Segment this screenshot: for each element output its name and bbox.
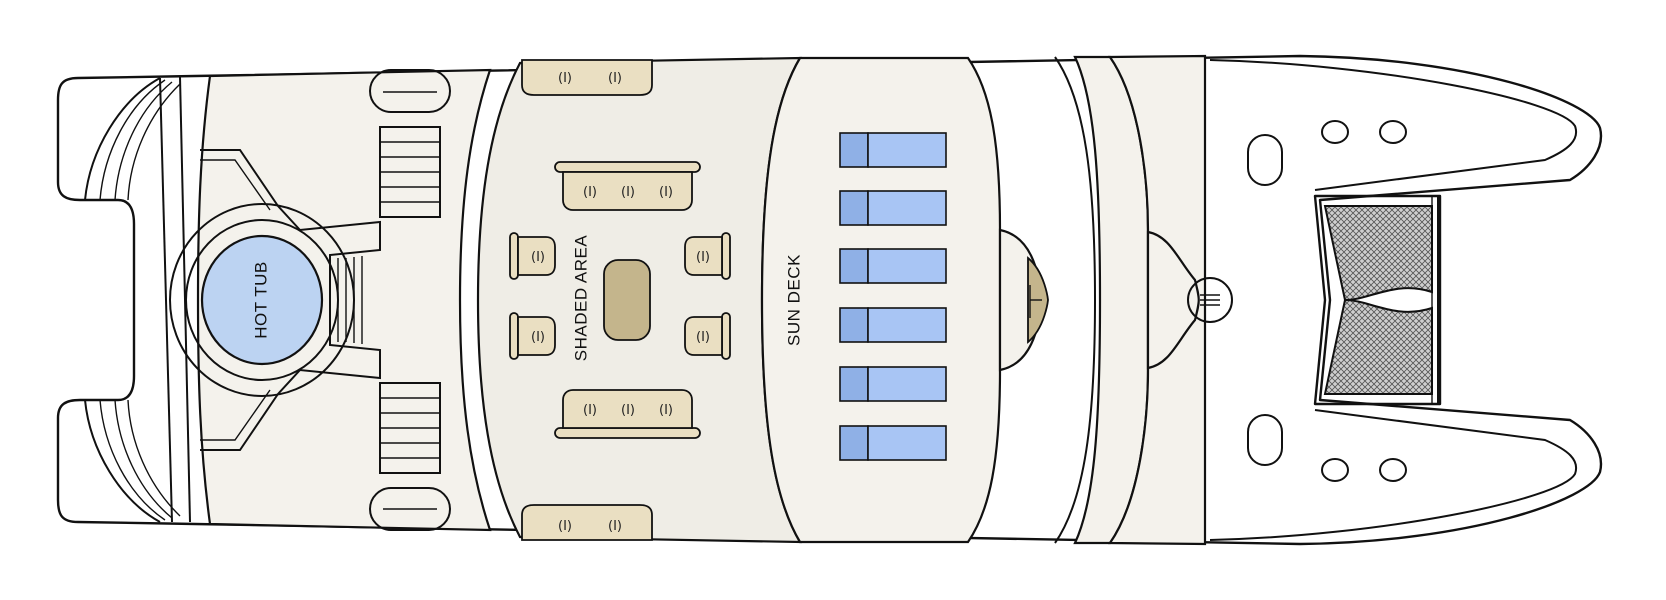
sun-lounger-5 bbox=[839, 366, 947, 402]
armchair-right-top: (I) bbox=[684, 232, 731, 280]
svg-text:(I): (I) bbox=[558, 71, 572, 86]
svg-text:(I): (I) bbox=[531, 250, 545, 265]
cleat-1 bbox=[1321, 120, 1349, 144]
svg-text:(I): (I) bbox=[696, 250, 710, 265]
svg-text:(I): (I) bbox=[531, 330, 545, 345]
aft-deck-floor bbox=[196, 68, 492, 532]
armchair-left-bottom: (I) bbox=[509, 312, 556, 360]
sun-lounger-2 bbox=[839, 190, 947, 226]
sun-lounger-6 bbox=[839, 425, 947, 461]
staircase-bottom bbox=[379, 382, 441, 474]
hatch-top bbox=[369, 69, 451, 113]
svg-text:(I): (I) bbox=[696, 330, 710, 345]
sofa-bottom: (I) (I) (I) bbox=[554, 389, 701, 439]
staircase-top bbox=[379, 126, 441, 218]
trampoline-net-top bbox=[1323, 205, 1433, 302]
svg-text:(I): (I) bbox=[621, 185, 635, 200]
svg-text:(I): (I) bbox=[583, 185, 597, 200]
sun-lounger-1 bbox=[839, 132, 947, 168]
sofa-top: (I) (I) (I) bbox=[554, 161, 701, 211]
forward-deck-walkways bbox=[1054, 54, 1233, 546]
hull-outline bbox=[56, 54, 1603, 546]
coffee-table bbox=[603, 259, 651, 341]
shaded-area-label: SHADED AREA bbox=[571, 235, 590, 362]
forward-hatch-bottom bbox=[1247, 414, 1283, 466]
forward-hatch-top bbox=[1247, 134, 1283, 186]
svg-text:(I): (I) bbox=[608, 519, 622, 534]
svg-text:(I): (I) bbox=[659, 185, 673, 200]
hot-tub-steps bbox=[337, 256, 363, 344]
svg-text:(I): (I) bbox=[659, 403, 673, 418]
svg-text:(I): (I) bbox=[608, 71, 622, 86]
sun-deck-floor bbox=[760, 56, 1002, 544]
sun-deck-label: SUN DECK bbox=[784, 254, 803, 346]
sun-lounger-3 bbox=[839, 248, 947, 284]
cleat-4 bbox=[1379, 458, 1407, 482]
trampoline-net-bottom bbox=[1323, 298, 1433, 395]
bench-top-outer: (I) (I) bbox=[521, 59, 653, 96]
hatch-bottom bbox=[369, 487, 451, 531]
stern-steps-bottom bbox=[84, 399, 181, 523]
svg-text:(I): (I) bbox=[621, 403, 635, 418]
svg-text:(I): (I) bbox=[558, 519, 572, 534]
sun-lounger-4 bbox=[839, 307, 947, 343]
hot-tub bbox=[200, 234, 324, 366]
svg-text:(I): (I) bbox=[583, 403, 597, 418]
armchair-right-bottom: (I) bbox=[684, 312, 731, 360]
armchair-left-top: (I) bbox=[509, 232, 556, 280]
hot-tub-surround bbox=[200, 149, 381, 451]
hot-tub-label: HOT TUB bbox=[251, 261, 270, 339]
cleat-3 bbox=[1321, 458, 1349, 482]
bench-bottom-outer: (I) (I) bbox=[521, 504, 653, 541]
stern-steps-top bbox=[84, 76, 191, 523]
cleat-2 bbox=[1379, 120, 1407, 144]
mast-base bbox=[1187, 277, 1233, 323]
